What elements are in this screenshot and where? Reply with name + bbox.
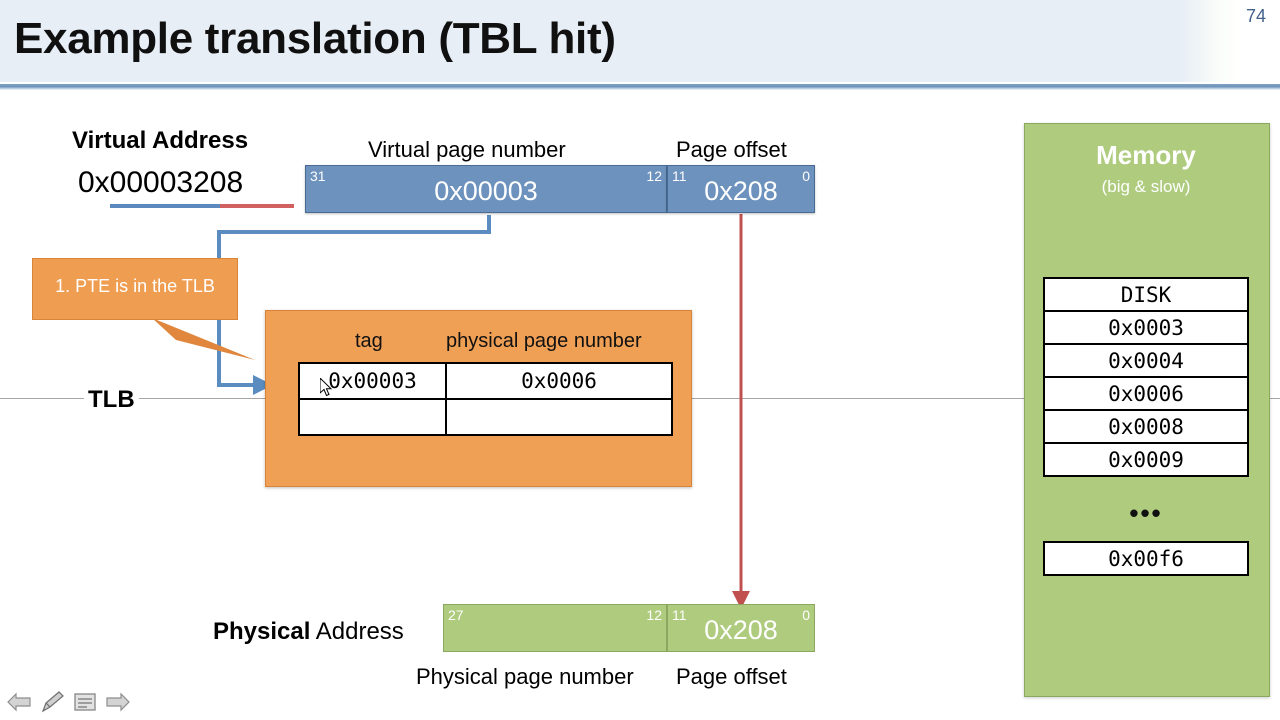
- memory-entry-0: 0x0003: [1043, 310, 1249, 345]
- memory-last-entry: 0x00f6: [1043, 541, 1249, 576]
- table-row: 0x0004: [1043, 343, 1249, 378]
- table-row: 0x0009: [1043, 442, 1249, 477]
- forward-arrow-icon[interactable]: [105, 690, 131, 714]
- page-title: Example translation (TBL hit): [14, 14, 616, 63]
- voffset-bit-low: 0: [802, 168, 810, 184]
- vpn-bit-low: 12: [646, 168, 662, 184]
- virtual-address-label: Virtual Address: [72, 127, 249, 154]
- memory-header-disk: DISK: [1043, 277, 1249, 312]
- callout-tail: [152, 318, 255, 360]
- vpn-value: 0x00003: [434, 176, 538, 206]
- poffset-value: 0x208: [704, 615, 778, 645]
- memory-table-last: 0x00f6: [1043, 541, 1249, 576]
- tlb-row-1-ppn[interactable]: [445, 398, 673, 436]
- red-offset-connector: [732, 214, 750, 609]
- table-row: 0x0006: [1043, 376, 1249, 411]
- title-band: [0, 0, 1232, 82]
- table-row: 0x00f6: [1043, 541, 1249, 576]
- virtual-address-value: 0x00003208: [78, 166, 244, 199]
- table-row: 0x0008: [1043, 409, 1249, 444]
- physical-address-label-rest: Address: [310, 618, 404, 645]
- virtual-page-offset-caption: Page offset: [676, 137, 787, 162]
- memory-entry-2: 0x0006: [1043, 376, 1249, 411]
- back-arrow-icon[interactable]: [6, 690, 32, 714]
- virtual-page-number-block: 31 12 0x00003: [305, 165, 667, 213]
- tlb-column-header-tag: tag: [355, 330, 383, 352]
- tlb-row-0-tag[interactable]: 0x00003: [298, 362, 447, 400]
- physical-address-label-bold: Physical: [213, 618, 311, 645]
- tlb-table: 0x00003 0x0006: [298, 362, 673, 436]
- physical-address-label: Physical Address: [213, 618, 404, 646]
- physical-page-offset-block: 11 0 0x208: [667, 604, 815, 652]
- virtual-address-offset-underline: [220, 204, 294, 208]
- voffset-bit-high: 11: [672, 168, 687, 184]
- callout-pte-in-tlb: 1. PTE is in the TLB: [32, 258, 238, 320]
- tlb-row-1-tag[interactable]: [298, 398, 447, 436]
- menu-icon[interactable]: [72, 690, 98, 714]
- table-row: 0x0003: [1043, 310, 1249, 345]
- virtual-page-offset-block: 11 0 0x208: [667, 165, 815, 213]
- table-row[interactable]: [298, 398, 673, 436]
- ppn-bit-high: 27: [448, 607, 464, 623]
- virtual-address-vpn-underline: [110, 204, 220, 208]
- memory-entry-4: 0x0009: [1043, 442, 1249, 477]
- vpn-bit-high: 31: [310, 168, 326, 184]
- memory-subtitle: (big & slow): [1101, 177, 1191, 196]
- virtual-page-number-caption: Virtual page number: [368, 137, 566, 162]
- physical-page-number-caption: Physical page number: [416, 664, 634, 689]
- pen-icon[interactable]: [39, 690, 65, 714]
- memory-entry-3: 0x0008: [1043, 409, 1249, 444]
- voffset-value: 0x208: [704, 176, 778, 206]
- table-row[interactable]: 0x00003 0x0006: [298, 362, 673, 400]
- tlb-column-header-ppn: physical page number: [446, 330, 642, 352]
- page-number: 74: [1245, 6, 1266, 26]
- physical-page-number-block: 27 12: [443, 604, 667, 652]
- memory-title: Memory: [1096, 140, 1196, 170]
- memory-entry-1: 0x0004: [1043, 343, 1249, 378]
- table-row: DISK: [1043, 277, 1249, 312]
- title-underline-rule: [0, 84, 1280, 90]
- memory-table: DISK 0x0003 0x0004 0x0006 0x0008 0x0009: [1043, 277, 1249, 477]
- physical-page-offset-caption: Page offset: [676, 664, 787, 689]
- bottom-toolbar[interactable]: [6, 690, 131, 714]
- tlb-row-0-ppn[interactable]: 0x0006: [445, 362, 673, 400]
- poffset-bit-low: 0: [802, 607, 810, 623]
- poffset-bit-high: 11: [672, 607, 687, 623]
- tlb-label: TLB: [84, 386, 139, 414]
- memory-ellipsis: •••: [1129, 498, 1163, 528]
- ppn-bit-low: 12: [646, 607, 662, 623]
- title-band-fade: [1180, 0, 1238, 82]
